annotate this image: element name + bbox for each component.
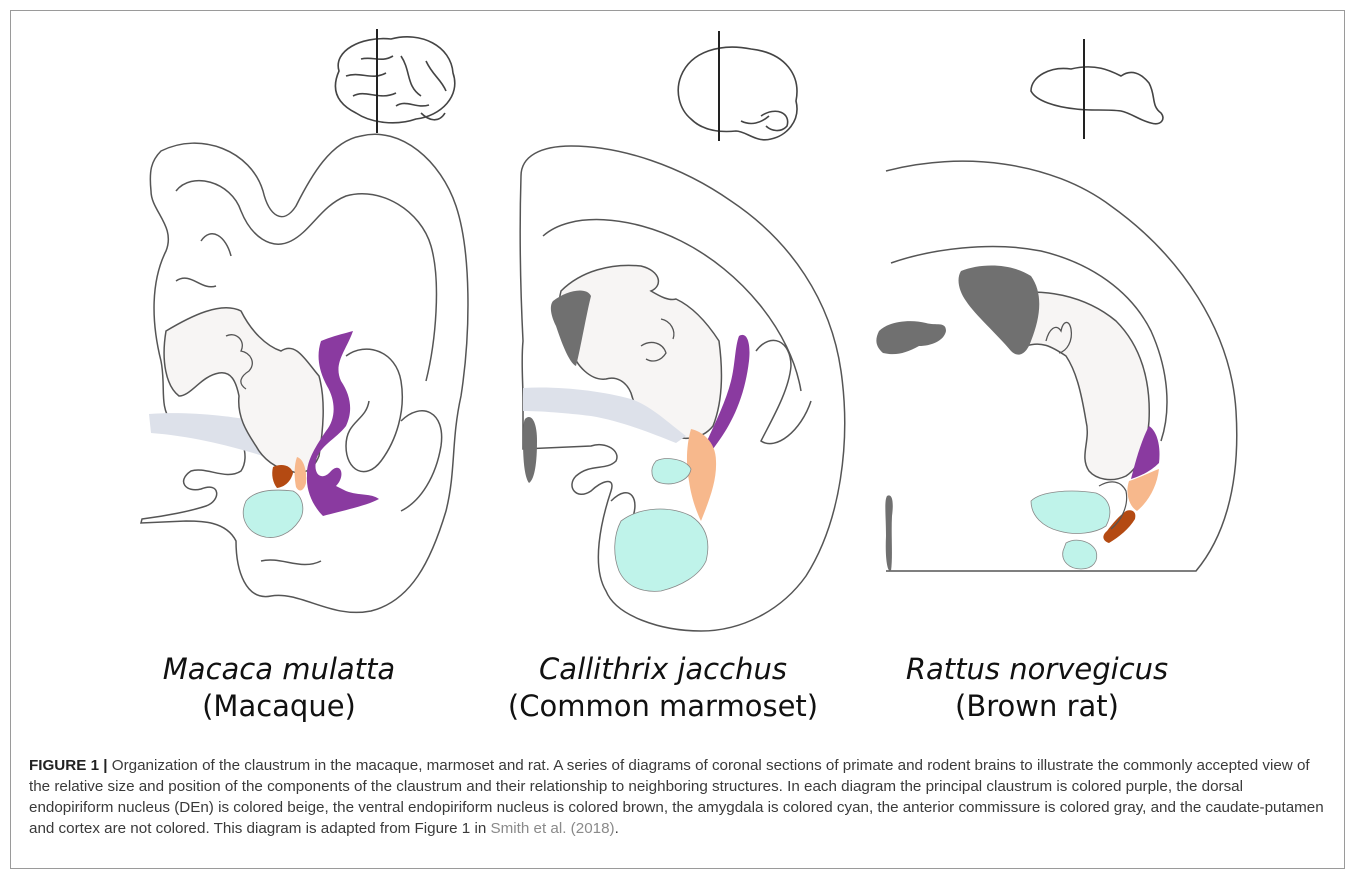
species-common-name: (Common marmoset) [493,687,833,725]
rat-panel [876,39,1236,571]
species-scientific-name: Rattus norvegicus [867,651,1207,687]
species-common-name: (Brown rat) [867,687,1207,725]
species-scientific-name: Macaca mulatta [109,651,449,687]
caption-end: . [615,820,619,837]
caption-separator: | [99,757,112,774]
citation-link[interactable]: Smith et al. (2018) [491,820,615,837]
figure-frame: Macaca mulatta (Macaque) Callithrix jacc… [10,10,1345,869]
species-common-name: (Macaque) [109,687,449,725]
macaque-brain-thumbnail [335,29,454,133]
marmoset-panel [520,31,845,631]
caption-text: Organization of the claustrum in the mac… [29,757,1324,837]
macaque-panel [141,29,468,612]
rat-anterior-commissure-3 [885,495,892,571]
figure-caption: FIGURE 1 | Organization of the claustrum… [29,755,1329,839]
rat-brain-thumbnail [1031,39,1163,139]
species-label-marmoset: Callithrix jacchus (Common marmoset) [493,651,833,725]
figure-label: FIGURE 1 [29,757,99,774]
marmoset-anterior-commissure-2 [523,417,537,483]
species-label-rat: Rattus norvegicus (Brown rat) [867,651,1207,725]
marmoset-brain-thumbnail [678,31,797,141]
species-scientific-name: Callithrix jacchus [493,651,833,687]
species-label-macaque: Macaca mulatta (Macaque) [109,651,449,725]
figure-illustration [11,11,1346,651]
